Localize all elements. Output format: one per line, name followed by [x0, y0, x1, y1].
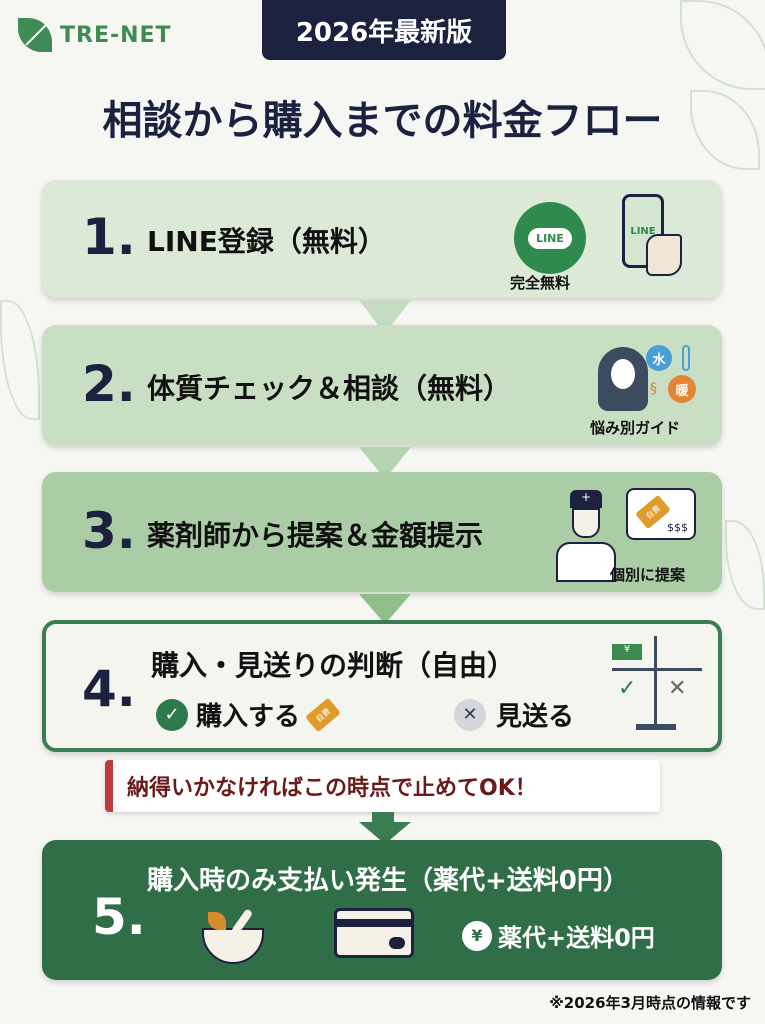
option-skip[interactable]: ✕ 見送る: [454, 696, 574, 733]
price-summary: ¥ 薬代+送料0円: [462, 918, 655, 953]
pharmacist-icon: +: [556, 490, 616, 586]
step-label: 購入時のみ支払い発生（薬代+送料0円）: [147, 866, 629, 896]
yen-icon: ¥: [462, 920, 492, 951]
step-number: 1.: [82, 208, 136, 266]
line-badge-text: LINE: [528, 227, 572, 249]
flow-arrow: [359, 822, 411, 844]
step-number: 5.: [92, 888, 146, 946]
hand-icon: [646, 234, 682, 276]
brand-logo[interactable]: TRE-NET: [18, 18, 172, 52]
mortar-herbs-icon: [202, 908, 264, 964]
decision-scale-icon: ¥ ✓ ✕: [612, 636, 702, 736]
edition-badge: 2026年最新版: [262, 0, 506, 60]
stop-ok-note: 納得いかなければこの時点で止めてOK！: [105, 760, 660, 812]
option-skip-label: 見送る: [496, 702, 575, 732]
steam-icon: §: [650, 381, 657, 397]
leaf-decoration: [0, 300, 40, 420]
step-4: 4. 購入・見送りの判断（自由） ✓ 購入する 自費 ✕ 見送る ¥ ✓ ✕: [42, 620, 722, 752]
warm-chip: 暖: [668, 375, 696, 403]
phone-screen-text: LINE: [630, 225, 656, 237]
flow-arrow: [359, 594, 411, 624]
leaf-icon: [18, 18, 52, 52]
step-number: 3.: [82, 502, 136, 560]
step-5: 5. 購入時のみ支払い発生（薬代+送料0円） ¥ 薬代+送料0円: [42, 840, 722, 980]
credit-card-icon: [334, 908, 414, 958]
step-2: 2. 体質チェック＆相談（無料） 水 § 暖 悩み別ガイド: [42, 325, 722, 445]
step-label: LINE登録（無料）: [147, 225, 386, 258]
water-chip: 水: [646, 345, 672, 371]
step-3: 3. 薬剤師から提案＆金額提示 + 自費 $$$ 個別に提案: [42, 472, 722, 592]
price-tag-icon: 自費: [635, 494, 671, 530]
step-label: 購入・見送りの判断（自由）: [151, 649, 516, 682]
price-tag-icon: 自費: [305, 697, 341, 732]
page-title: 相談から購入までの料金フロー: [102, 98, 663, 144]
icon-caption: 悩み別ガイド: [590, 419, 681, 437]
step-number: 4.: [82, 660, 136, 718]
step-1: 1. LINE登録（無料） LINE 完全無料 LINE: [42, 180, 722, 298]
icon-caption: 完全無料: [510, 274, 571, 292]
leaf-decoration: [680, 0, 765, 90]
line-logo-icon: LINE: [514, 202, 586, 274]
footnote: ※2026年3月時点の情報です: [549, 994, 751, 1012]
x-icon: ✕: [454, 698, 486, 731]
price-text: 薬代+送料0円: [498, 924, 655, 952]
check-icon: ✓: [156, 698, 188, 731]
money-icon: ¥: [612, 644, 642, 660]
flow-arrow-stem: [372, 812, 394, 824]
thermometer-icon: [682, 345, 690, 371]
step-label: 薬剤師から提案＆金額提示: [147, 519, 484, 552]
brand-name: TRE-NET: [60, 22, 172, 48]
option-buy[interactable]: ✓ 購入する 自費: [156, 696, 341, 733]
leaf-decoration: [725, 520, 765, 610]
step-number: 2.: [82, 355, 136, 413]
woman-avatar-icon: [598, 347, 648, 411]
speech-bubble-icon: 自費 $$$: [626, 488, 696, 540]
option-buy-label: 購入する: [196, 702, 301, 732]
bubble-text: $$$: [667, 521, 688, 534]
icon-caption: 個別に提案: [610, 566, 686, 584]
step-label: 体質チェック＆相談（無料）: [147, 372, 512, 405]
